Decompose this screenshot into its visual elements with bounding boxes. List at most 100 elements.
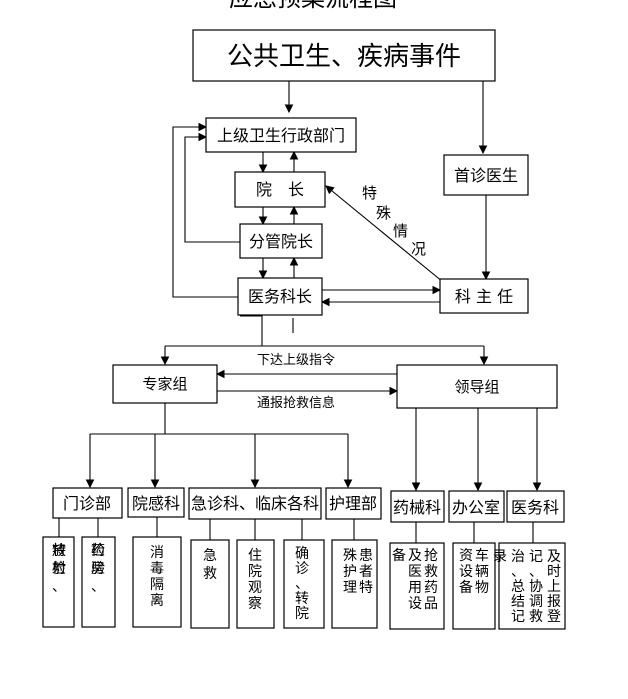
task-supplies-char: 药: [424, 580, 438, 596]
task-report-char: 总: [511, 579, 525, 595]
task-pharmacy-lab-char: 检: [91, 543, 105, 559]
task-disinfect-char: 消: [150, 545, 164, 561]
connectors: [58, 80, 542, 543]
dean-label: 院 长: [256, 180, 304, 199]
task-special-exam-char: 放: [52, 543, 66, 559]
dept-nursing-node: 护理部: [325, 487, 382, 520]
task-special-exam-char: 射: [52, 561, 66, 577]
dept-office-node: 办公室: [448, 490, 505, 523]
vice-dean-node: 分管院长: [239, 223, 323, 259]
experts-node: 专家组: [112, 364, 218, 404]
first-doctor-node: 首诊医生: [443, 154, 529, 196]
dept-infection-label: 院感科: [132, 494, 180, 513]
task-report-char: 、: [511, 564, 525, 580]
task-observation-char: 住: [248, 548, 262, 564]
task-vehicles-char: 辆: [475, 564, 489, 580]
dept-emergency-label: 急诊科、临床各科: [191, 494, 319, 513]
task-report-char: 记: [511, 609, 525, 625]
task-supplies-char: 医: [408, 564, 422, 580]
admin-node: 上级卫生行政部门: [205, 117, 357, 153]
task-report-char: 协: [529, 579, 543, 595]
task-special-exam-char: 特: [52, 543, 66, 559]
special-case-char-3: 情: [393, 222, 408, 240]
task-vehicles-char: 设: [459, 564, 473, 580]
task-transfer-char: 诊: [295, 561, 309, 577]
dept-medical-label: 医务科: [511, 498, 559, 517]
admin-label: 上级卫生行政部门: [217, 126, 345, 145]
task-special-exam-char: 、: [52, 579, 66, 595]
task-labels: 特检、放射药房、检验消毒隔离急救住院观察确诊、转院患者特殊护理抢救药品及医用设备…: [52, 543, 561, 625]
dept-pharmacy-node: 药械科: [390, 490, 445, 523]
task-report-char: 治: [511, 549, 525, 565]
dept-outpatient-node: 门诊部: [52, 487, 123, 519]
dept-nursing-label: 护理部: [329, 494, 377, 513]
task-patient-care-char: 特: [359, 580, 373, 596]
task-patient-care-char: 者: [359, 564, 373, 580]
task-report-char: 录: [493, 549, 507, 565]
task-vehicles-char: 物: [475, 580, 489, 596]
task-report-char: 上: [547, 579, 561, 595]
dept-pharmacy-label: 药械科: [393, 498, 441, 517]
dept-medical-node: 医务科: [506, 490, 565, 523]
task-observation-char: 院: [248, 564, 262, 580]
task-vehicles-char: 车: [475, 547, 489, 564]
task-vehicles-char: 备: [459, 579, 473, 596]
task-transfer-char: 确: [295, 546, 309, 562]
task-patient-care-char: 理: [343, 580, 357, 596]
task-first-aid-char: 救: [203, 566, 217, 582]
first-doctor-label: 首诊医生: [454, 166, 518, 185]
dept-head-node: 科 主 任: [439, 278, 529, 314]
task-supplies-char: 设: [408, 596, 422, 612]
task-supplies-char: 及: [408, 548, 422, 564]
report-label: 通报抢救信息: [257, 395, 335, 411]
task-first-aid-char: 急: [203, 548, 217, 564]
task-transfer-char: 转: [295, 591, 309, 607]
task-special-exam-char: 检: [52, 561, 66, 577]
special-case-char-4: 况: [411, 240, 426, 258]
task-supplies-char: 救: [424, 564, 438, 580]
experts-label: 专家组: [142, 375, 187, 393]
vice-dean-label: 分管院长: [249, 232, 313, 251]
special-case-label: 特 殊 情 况: [362, 184, 426, 258]
task-pharmacy-lab-char: 、: [91, 579, 105, 595]
medical-affairs-node: 医务科长: [237, 277, 323, 316]
task-report-char: 调: [529, 594, 543, 610]
top-event-node: 公共卫生、疾病事件: [192, 29, 496, 82]
task-pharmacy-lab-char: 药: [91, 543, 105, 559]
task-report-char: 结: [511, 594, 525, 610]
top-event-label: 公共卫生、疾病事件: [227, 42, 461, 72]
task-transfer-char: 、: [295, 576, 309, 592]
task-report-char: 报: [547, 594, 561, 610]
task-supplies-char: 品: [424, 596, 438, 612]
task-vehicles-char: 资: [459, 548, 473, 564]
task-pharmacy-lab-char: 房: [91, 561, 105, 577]
task-disinfect-char: 离: [150, 592, 164, 609]
special-case-char-2: 殊: [376, 204, 391, 222]
task-report-char: 、: [529, 564, 543, 580]
task-report-char: 时: [547, 564, 561, 580]
task-patient-care-char: 患: [359, 548, 373, 564]
leaders-node: 领导组: [396, 364, 558, 409]
dept-infection-node: 院感科: [127, 487, 185, 518]
task-patient-care-char: 护: [343, 564, 357, 580]
task-patient-care-char: 殊: [343, 548, 357, 564]
task-observation-char: 察: [248, 595, 262, 612]
diagram-title: 应急预案流程图: [229, 0, 397, 12]
special-case-char-1: 特: [362, 184, 377, 202]
leaders-label: 领导组: [454, 378, 499, 396]
task-supplies-char: 用: [408, 580, 422, 596]
task-boxes: [42, 536, 566, 630]
task-report-char: 救: [529, 609, 543, 625]
task-report-char: 登: [547, 609, 561, 625]
task-supplies-char: 抢: [424, 547, 438, 564]
dept-outpatient-label: 门诊部: [63, 494, 111, 513]
dept-emergency-node: 急诊科、临床各科: [188, 487, 322, 520]
directive-label: 下达上级指令: [257, 353, 335, 368]
dept-head-label: 科 主 任: [455, 287, 513, 306]
task-transfer-char: 院: [295, 606, 309, 622]
task-pharmacy-lab-char: 验: [91, 561, 105, 577]
task-disinfect-char: 隔: [150, 577, 164, 593]
task-report-char: 记: [529, 549, 543, 565]
